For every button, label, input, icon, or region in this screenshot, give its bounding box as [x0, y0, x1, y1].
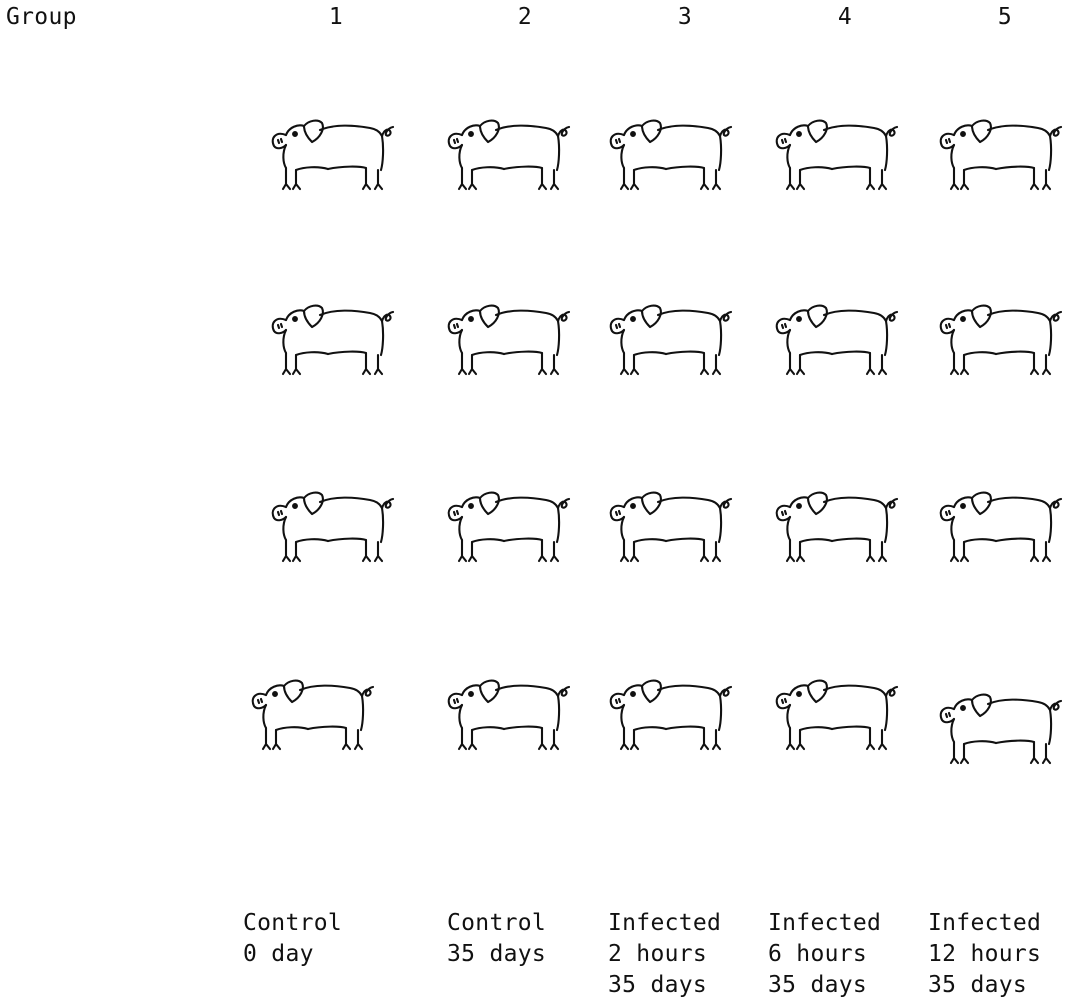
caption-line: 35 days [928, 970, 1041, 1001]
caption-line: 12 hours [928, 939, 1041, 970]
caption-line: 35 days [608, 970, 721, 1001]
pig-icon [611, 121, 731, 189]
pig-icon [449, 493, 569, 561]
pig-icon [777, 121, 897, 189]
caption-line: 6 hours [768, 939, 881, 970]
pig-icon [273, 306, 393, 374]
pig-icon [611, 306, 731, 374]
pig-icon [449, 681, 569, 749]
caption-group-2: Control 35 days [447, 908, 546, 970]
caption-line: 2 hours [608, 939, 721, 970]
pig-icon [777, 681, 897, 749]
caption-line: Infected [768, 908, 881, 939]
pig-icon [611, 681, 731, 749]
caption-line: 35 days [768, 970, 881, 1001]
caption-line: Control [243, 908, 342, 939]
pig-icon [611, 493, 731, 561]
caption-group-4: Infected 6 hours 35 days [768, 908, 881, 1001]
caption-line: 35 days [447, 939, 546, 970]
pig-icon [941, 695, 1061, 763]
pig-icon [273, 121, 393, 189]
caption-group-5: Infected 12 hours 35 days [928, 908, 1041, 1001]
pig-icon [941, 306, 1061, 374]
pig-icon [777, 306, 897, 374]
caption-group-1: Control 0 day [243, 908, 342, 970]
pig-icon [941, 493, 1061, 561]
pig-icon [273, 493, 393, 561]
caption-line: Control [447, 908, 546, 939]
pig-icon [449, 306, 569, 374]
pig-icon [253, 681, 373, 749]
caption-group-3: Infected 2 hours 35 days [608, 908, 721, 1001]
caption-line: Infected [608, 908, 721, 939]
pig-icon [941, 121, 1061, 189]
caption-line: 0 day [243, 939, 342, 970]
pig-icon [777, 493, 897, 561]
caption-line: Infected [928, 908, 1041, 939]
pig-icon [449, 121, 569, 189]
